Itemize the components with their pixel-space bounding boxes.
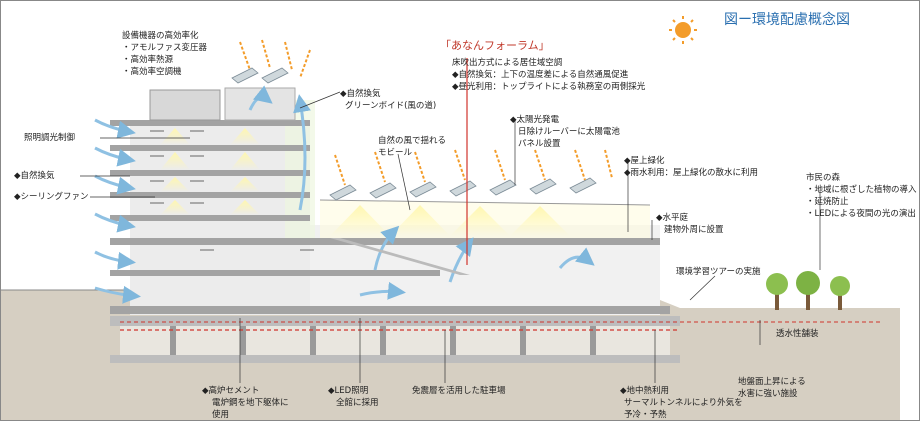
solar-louvers [231, 67, 597, 201]
equipment-line-3: ・高効率空調機 [122, 67, 182, 77]
parking-space [120, 326, 670, 355]
trees [766, 271, 850, 310]
natural-vent-top-sub: グリーンボイド(風の道) [345, 101, 437, 111]
forum-name: 「あなんフォーラム」 [440, 39, 550, 52]
solar-title: ◆太陽光発電 [510, 115, 560, 125]
equipment-line-2: ・高効率熱源 [122, 55, 174, 65]
roof-green-line: ◆雨水利用：屋上緑化の散水に利用 [624, 168, 759, 178]
led-title: ◆LED照明 [328, 386, 369, 396]
geothermal-title: ◆地中熱利用 [620, 386, 670, 396]
penthouse [149, 89, 221, 121]
sun-icon [669, 16, 697, 44]
diagram-title: 図ー環境配慮概念図 [724, 12, 850, 28]
mobile-line-1: 自然の風で揺れる [378, 136, 447, 146]
equipment-title: 設備機器の高効率化 [122, 31, 199, 41]
water-garden-title: ◆水平庭 [656, 213, 689, 223]
flood-line-2: 水害に強い施設 [738, 389, 798, 399]
ceiling-fans [150, 130, 314, 251]
roof-green-title: ◆屋上緑化 [624, 156, 665, 166]
sun-rays [239, 39, 613, 186]
geothermal-line-1: サーマルトンネルにより外気を [624, 398, 743, 408]
led-line: 全館に採用 [336, 398, 379, 408]
natural-vent-left-label: ◆自然換気 [14, 171, 55, 181]
stair-tower [224, 87, 296, 121]
lighting-control-label: 照明調光制御 [24, 133, 76, 143]
forest-line-3: ・LEDによる夜間の光の演出 [806, 209, 916, 219]
forum-line-3: ◆昼光利用：トップライトによる執務室の両側採光 [452, 82, 646, 92]
slag-line-2: 使用 [212, 410, 230, 420]
parking-label: 免震層を活用した駐車場 [412, 386, 506, 396]
natural-vent-top-title: ◆自然換気 [340, 89, 381, 99]
forum-line-1: 床吹出方式による居住域空調 [452, 58, 563, 68]
light-glows [160, 128, 570, 236]
permeable-label: 透水性舗装 [776, 329, 819, 339]
equipment-line-1: ・アモルファス変圧器 [122, 43, 208, 53]
solar-line-1: 日除けルーバーに太陽電池 [518, 127, 620, 137]
ceiling-fan-label: ◆シーリングファン [14, 192, 89, 202]
atrium-ridge [319, 199, 651, 206]
leader-lines [80, 91, 821, 383]
forum-line-2: ◆自然換気：上下の温度差による自然通風促進 [452, 70, 629, 80]
flood-line-1: 地盤面上昇による [738, 377, 806, 387]
atrium-stair [330, 238, 470, 275]
slag-title: ◆高炉セメント [202, 386, 260, 396]
mobile-line-2: モビール [378, 148, 413, 158]
forest-line-2: ・延焼防止 [806, 197, 849, 207]
geothermal-line-2: 予冷・予熱 [624, 410, 667, 420]
tour-label: 環境学習ツアーの実施 [676, 267, 761, 277]
forest-title: 市民の森 [806, 173, 841, 183]
basement-columns [170, 326, 596, 355]
basement-floor [110, 355, 680, 363]
airflow-arrows [94, 85, 595, 304]
forest-line-1: ・地域に根ざした植物の導入 [806, 185, 917, 195]
slag-line-1: 電炉鋼を地下躯体に [212, 398, 289, 408]
solar-line-2: パネル設置 [518, 139, 561, 149]
basement-slab [110, 316, 680, 326]
water-garden-line: 建物外周に設置 [664, 225, 724, 235]
